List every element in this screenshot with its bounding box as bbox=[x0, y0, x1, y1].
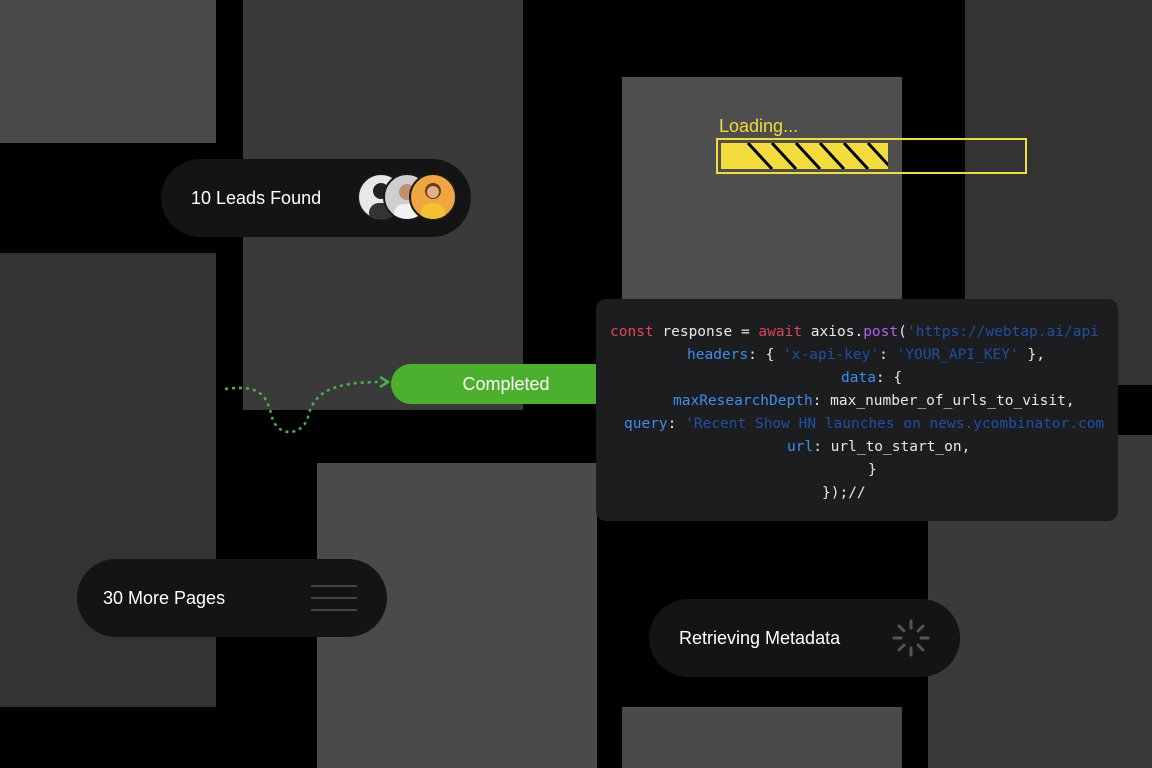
more-pages-label: 30 More Pages bbox=[103, 587, 226, 608]
code-line: } bbox=[868, 462, 877, 478]
leads-found-label: 10 Leads Found bbox=[191, 187, 322, 208]
bg-block bbox=[622, 707, 902, 768]
retrieving-metadata-label: Retrieving Metadata bbox=[679, 627, 841, 648]
completed-badge[interactable]: Completed bbox=[391, 364, 621, 404]
menu-lines-icon bbox=[311, 585, 357, 611]
spinner-icon bbox=[892, 619, 930, 657]
code-line: headers: { 'x-api-key': 'YOUR_API_KEY' }… bbox=[687, 347, 1045, 363]
completed-label: Completed bbox=[462, 373, 550, 394]
code-snippet-panel: const response = await axios.post('https… bbox=[596, 299, 1118, 521]
avatar bbox=[409, 173, 457, 221]
code-line: data: { bbox=[841, 370, 903, 386]
code-line: url: url_to_start_on, bbox=[787, 439, 971, 455]
leads-found-pill[interactable]: 10 Leads Found bbox=[161, 159, 471, 237]
dotted-connector bbox=[224, 375, 391, 434]
bg-block bbox=[622, 77, 902, 317]
more-pages-pill[interactable]: 30 More Pages bbox=[77, 559, 387, 637]
loading-progress-bar bbox=[716, 138, 1027, 174]
code-line: const response = await axios.post('https… bbox=[610, 324, 1099, 340]
loading-label: Loading... bbox=[719, 116, 799, 136]
code-line: query: 'Recent Show HN launches on news.… bbox=[624, 416, 1105, 432]
code-line: });// bbox=[822, 485, 866, 501]
bg-block bbox=[0, 253, 216, 707]
bg-block bbox=[0, 0, 216, 143]
code-line: maxResearchDepth: max_number_of_urls_to_… bbox=[673, 393, 1075, 409]
retrieving-metadata-pill[interactable]: Retrieving Metadata bbox=[649, 599, 960, 677]
